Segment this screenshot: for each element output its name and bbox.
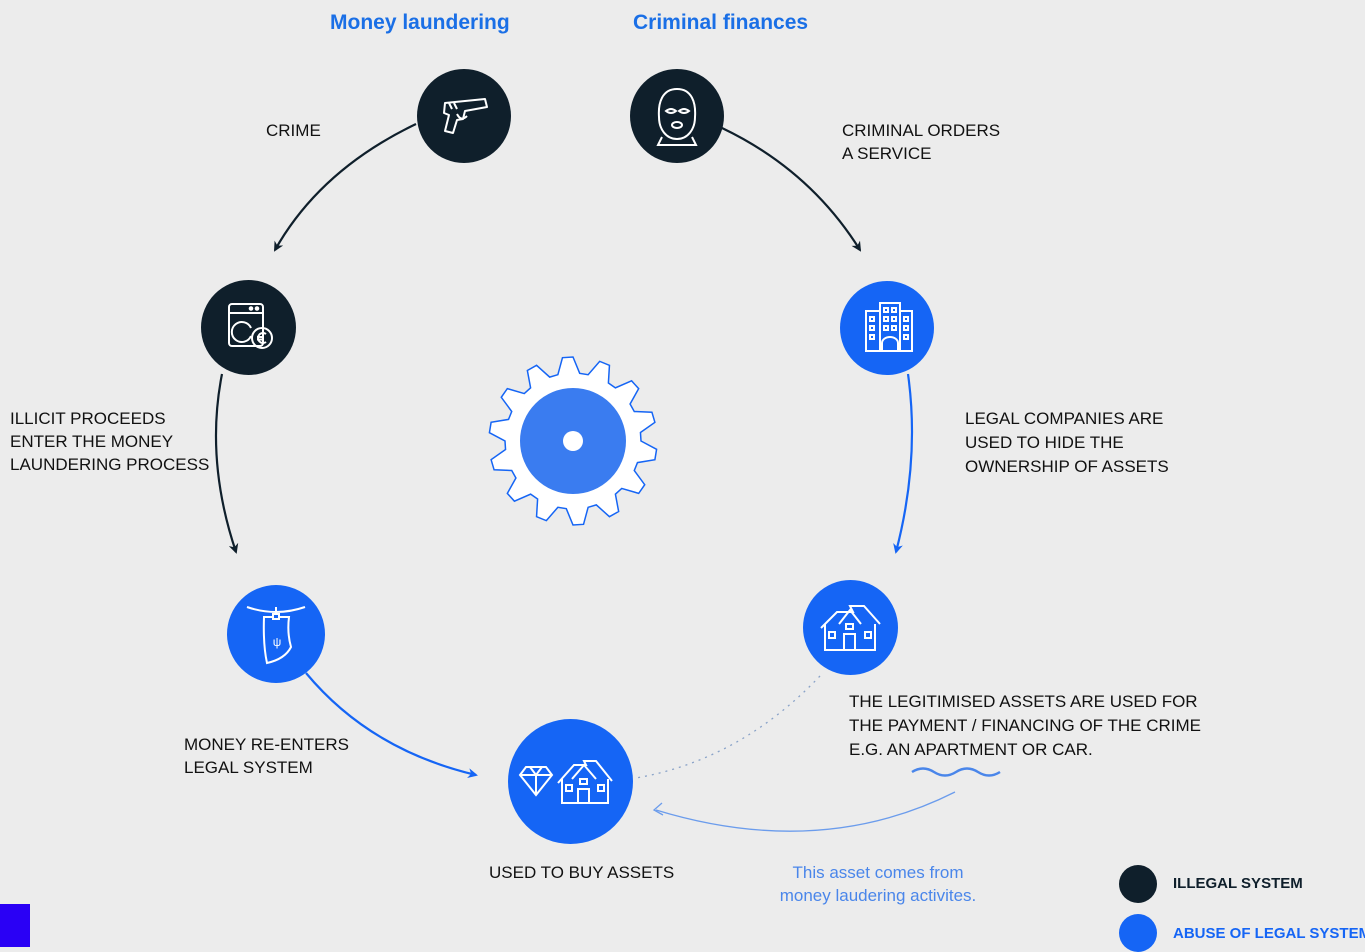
svg-text:ψ: ψ — [273, 635, 282, 649]
money-reenters-caption: MONEY RE-ENTERS LEGAL SYSTEM — [184, 735, 349, 777]
company-node — [840, 281, 934, 375]
arrow-orders-to-company — [721, 127, 862, 252]
washing-machine-euro-icon — [228, 303, 273, 349]
legend-abuse-label: ABUSE OF LEGAL SYSTEM — [1173, 925, 1365, 942]
buy-assets-node — [508, 719, 633, 844]
legend-abuse-swatch — [1119, 914, 1157, 952]
reentry-node: ψ — [227, 585, 325, 683]
corner-accent — [0, 904, 30, 947]
legitimised-assets-caption: THE LEGITIMISED ASSETS ARE USED FOR THE … — [849, 692, 1201, 759]
header-criminal-finances: Criminal finances — [633, 11, 809, 34]
banknote-clothesline-icon: ψ — [246, 606, 306, 665]
pistol-icon — [443, 98, 488, 134]
legend-illegal-swatch — [1119, 865, 1157, 903]
crime-caption: CRIME — [266, 121, 321, 140]
criminal-orders-node — [630, 69, 724, 163]
laundering-node — [201, 280, 296, 375]
header-money-laundering: Money laundering — [330, 11, 510, 34]
arrow-company-to-house — [893, 373, 914, 554]
gear-icon — [488, 356, 658, 526]
buy-assets-caption: USED TO BUY ASSETS — [489, 863, 675, 882]
asset-note: This asset comes from money laudering ac… — [779, 863, 977, 905]
office-building-icon — [865, 302, 913, 352]
legal-companies-caption: LEGAL COMPANIES ARE USED TO HIDE THE OWN… — [965, 409, 1169, 476]
arrow-crime-to-laundering — [274, 123, 417, 252]
diamond-house-icon — [518, 760, 613, 804]
crime-node — [417, 69, 511, 163]
dotted-connector — [635, 675, 821, 779]
legend-illegal-label: ILLEGAL SYSTEM — [1173, 875, 1303, 892]
criminal-orders-caption: CRIMINAL ORDERS A SERVICE — [842, 121, 1001, 163]
arrow-note-to-assets — [655, 791, 956, 832]
illicit-proceeds-caption: ILLICIT PROCEEDS ENTER THE MONEY LAUNDER… — [10, 409, 210, 474]
house-icon — [820, 605, 881, 651]
arrow-reentry-to-assets — [305, 672, 478, 779]
balaclava-icon — [656, 87, 698, 146]
wavy-underline — [911, 767, 1001, 777]
house-node — [803, 580, 898, 675]
arrow-laundering-to-reentry — [214, 373, 239, 554]
